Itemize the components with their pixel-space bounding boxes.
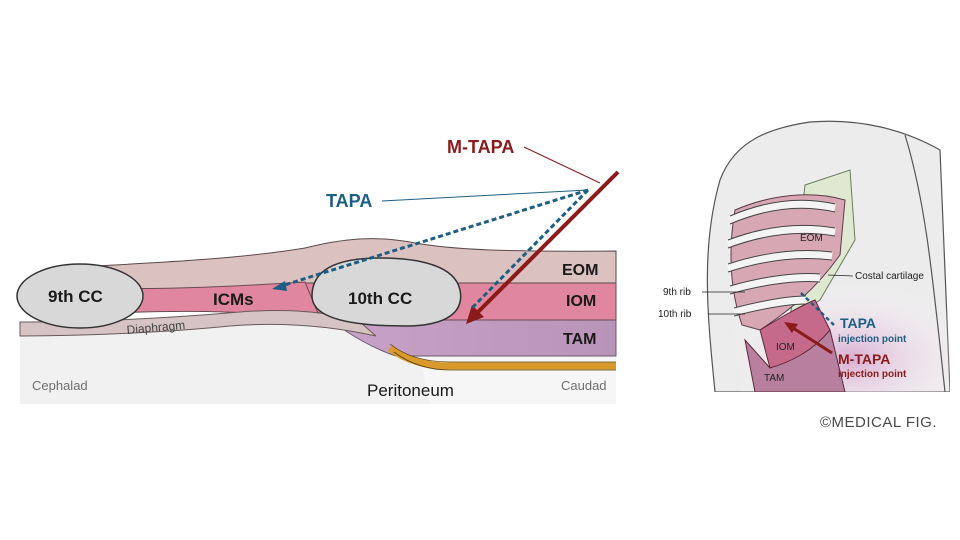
inset-tam-label: TAM xyxy=(764,373,784,384)
tapa-arrowhead-1 xyxy=(272,281,287,291)
cc10-bone xyxy=(311,257,462,327)
inset-m-tapa-label: M-TAPA xyxy=(838,351,890,367)
iom-label: IOM xyxy=(566,293,596,310)
inset-m-tapa-arrowhead xyxy=(784,322,798,333)
caudad-label: Caudad xyxy=(561,378,607,393)
peritoneum-line xyxy=(387,345,616,370)
m-tapa-needle xyxy=(470,170,620,320)
cross-section: 9th CC 10th CC ICMs Diaphragm EOM IOM TA… xyxy=(16,137,620,404)
diaphragm-label: Diaphragm xyxy=(126,318,186,337)
m-tapa-arrowhead xyxy=(466,305,484,324)
inset-rib9-label: 9th rib xyxy=(663,287,691,298)
inset-tapa-sub: injection point xyxy=(838,334,907,345)
background-tissue xyxy=(20,322,430,404)
body-inset: EOM Costal cartilage 9th rib 10th rib IO… xyxy=(658,100,950,392)
inset-rib10-label-outer: 10th rib xyxy=(658,309,692,320)
inset-iom-label: IOM xyxy=(776,342,795,353)
diaphragm-strip xyxy=(19,309,377,337)
tam-label: TAM xyxy=(563,331,596,348)
costal-leader xyxy=(827,274,854,277)
tapa-needle-1 xyxy=(277,188,589,289)
credit-text: ©MEDICAL FIG. xyxy=(820,414,937,431)
tapa-needle-2 xyxy=(470,188,590,310)
inset-rib9-label-outer: 9th rib xyxy=(663,287,691,298)
cc10-label: 10th CC xyxy=(348,289,412,308)
tapa-leader xyxy=(381,189,589,202)
inset-costal-label: Costal cartilage xyxy=(855,271,924,282)
inset-rib10-label: 10th rib xyxy=(658,309,692,320)
cc9-label: 9th CC xyxy=(48,287,103,306)
inset-eom-label: EOM xyxy=(800,233,823,244)
inset-tapa-label: TAPA xyxy=(840,315,876,331)
m-tapa-label: M-TAPA xyxy=(447,137,514,157)
ribs xyxy=(726,199,836,317)
cc9-bone xyxy=(16,263,144,329)
eom-label: EOM xyxy=(562,262,598,279)
inset-m-tapa-needle xyxy=(789,324,833,355)
peritoneum-label: Peritoneum xyxy=(367,381,454,400)
m-tapa-leader xyxy=(523,146,601,184)
inset-tapa-needle xyxy=(799,291,835,326)
peritoneum-outline xyxy=(389,343,616,371)
icms-label: ICMs xyxy=(213,290,254,309)
cephalad-label: Cephalad xyxy=(32,378,88,393)
inset-m-tapa-sub: injection point xyxy=(838,369,907,380)
tapa-label: TAPA xyxy=(326,191,372,211)
arm-contour xyxy=(904,134,946,392)
